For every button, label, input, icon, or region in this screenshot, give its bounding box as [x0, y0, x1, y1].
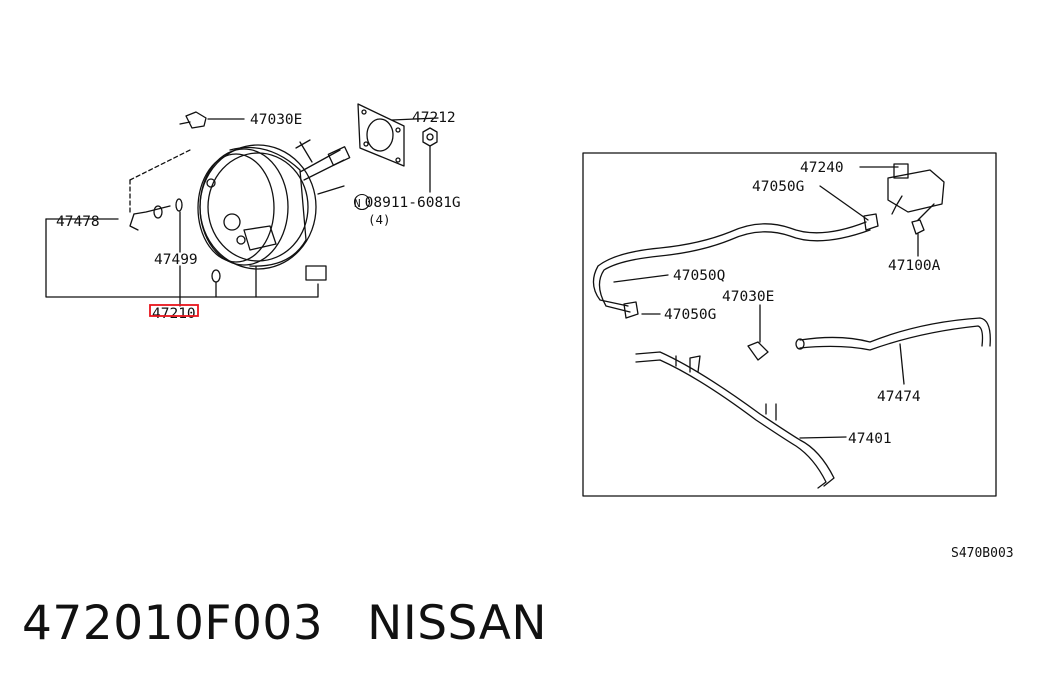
callout-47050g-upper: 47050G [752, 179, 804, 195]
detail-inset-frame [582, 152, 997, 497]
gasket-plate-drawing [357, 103, 405, 167]
n-marker-icon [353, 193, 371, 211]
right-leader-lines [613, 166, 919, 439]
callout-47240: 47240 [800, 160, 844, 176]
nut-drawing [422, 127, 438, 147]
callout-47499: 47499 [154, 252, 198, 268]
callout-47100a: 47100A [888, 258, 941, 274]
part-number: 472010F003 [22, 596, 324, 651]
part-title: 472010F003 NISSAN [22, 596, 547, 651]
brake-booster-drawing [197, 139, 351, 283]
diagram-code: S470B003 [951, 546, 1014, 560]
check-valve-drawing [129, 111, 207, 231]
callout-47050q: 47050Q [673, 268, 725, 284]
callout-08911-quantity: (4) [368, 212, 391, 227]
callout-47474: 47474 [877, 389, 921, 405]
callout-47050g-lower: 47050G [664, 307, 716, 323]
highlighted-part-box[interactable] [149, 304, 199, 317]
callout-47030e-right: 47030E [722, 289, 774, 305]
callout-47210: 47210 [152, 306, 196, 322]
callout-47478: 47478 [56, 214, 100, 230]
vacuum-hose-system-drawing [592, 163, 991, 489]
callout-47030e-left: 47030E [250, 112, 302, 128]
brand-name: NISSAN [367, 596, 548, 651]
callout-47401: 47401 [848, 431, 892, 447]
callout-47212: 47212 [412, 110, 456, 126]
